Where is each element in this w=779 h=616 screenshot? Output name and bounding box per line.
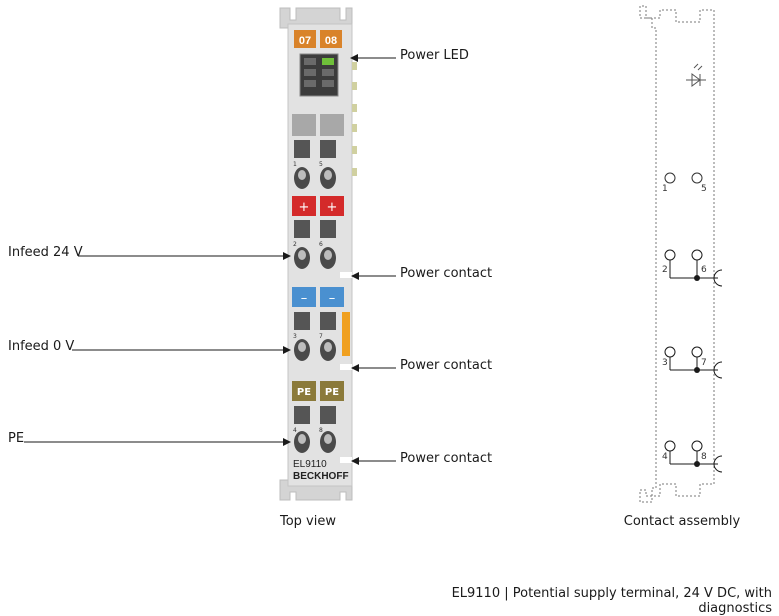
leader-lines xyxy=(24,54,396,465)
contact-row-2: 2 6 xyxy=(293,220,336,269)
contact-row-3: 3 7 xyxy=(293,312,336,361)
label-infeed-0v: Infeed 0 V xyxy=(8,339,75,354)
label-power-contact-1: Power contact xyxy=(400,266,493,281)
power-led xyxy=(322,58,334,65)
pin-label: 7 xyxy=(319,333,323,340)
led-diode-icon xyxy=(686,63,706,87)
contact-pin-label: 7 xyxy=(701,358,707,368)
power-contact-bar xyxy=(342,312,350,356)
pin-label: 6 xyxy=(319,241,323,248)
pin-label: 3 xyxy=(293,333,297,340)
contact-assembly: 1 5 2 6 3 7 xyxy=(639,5,723,503)
power-contact-notch xyxy=(340,457,352,463)
minus-box-right xyxy=(320,287,344,307)
pin-label: 4 xyxy=(293,427,297,434)
plus-box-left xyxy=(292,196,316,216)
minus-label: – xyxy=(329,291,336,306)
pin-label: 1 xyxy=(293,161,297,168)
power-contact-notch xyxy=(340,364,352,370)
led-07-box xyxy=(294,30,316,48)
contact-pin-label: 1 xyxy=(662,184,668,194)
terminal-top-view: 07 08 1 5 + + xyxy=(279,7,357,501)
power-contact-notch xyxy=(340,272,352,278)
pe-label: PE xyxy=(297,387,311,398)
contact-row-4: 4 8 xyxy=(293,406,336,453)
contact-pin-label: 8 xyxy=(701,452,707,462)
label-power-led: Power LED xyxy=(400,48,469,63)
plus-box-right xyxy=(320,196,344,216)
label-infeed-24v: Infeed 24 V xyxy=(8,245,83,260)
contact-pin-label: 4 xyxy=(662,452,668,462)
contact-pin-label: 2 xyxy=(662,265,668,275)
contact-row-1: 1 5 xyxy=(293,140,336,189)
plus-label: + xyxy=(327,200,338,215)
minus-box-left xyxy=(292,287,316,307)
footer-caption: EL9110 | Potential supply terminal, 24 V… xyxy=(451,586,772,616)
pe-box-left xyxy=(292,381,316,401)
label-power-contact-2: Power contact xyxy=(400,358,493,373)
led-label-08: 08 xyxy=(325,35,337,47)
label-pe: PE xyxy=(8,431,25,446)
pin-label: 2 xyxy=(293,241,297,248)
contact-pin-label: 5 xyxy=(701,184,707,194)
brand-label: BECKHOFF xyxy=(293,471,349,482)
led-08-box xyxy=(320,30,342,48)
model-label: EL9110 xyxy=(293,459,327,470)
label-power-contact-3: Power contact xyxy=(400,451,493,466)
pe-box-right xyxy=(320,381,344,401)
contact-pin-label: 6 xyxy=(701,265,707,275)
minus-label: – xyxy=(301,291,308,306)
pin-label: 8 xyxy=(319,427,323,434)
caption-top-view: Top view xyxy=(279,514,336,529)
pe-label: PE xyxy=(325,387,339,398)
plus-label: + xyxy=(299,200,310,215)
pin-label: 5 xyxy=(319,161,323,168)
caption-contact-assembly: Contact assembly xyxy=(623,514,741,529)
led-label-07: 07 xyxy=(299,35,311,47)
contact-pin-label: 3 xyxy=(662,358,668,368)
